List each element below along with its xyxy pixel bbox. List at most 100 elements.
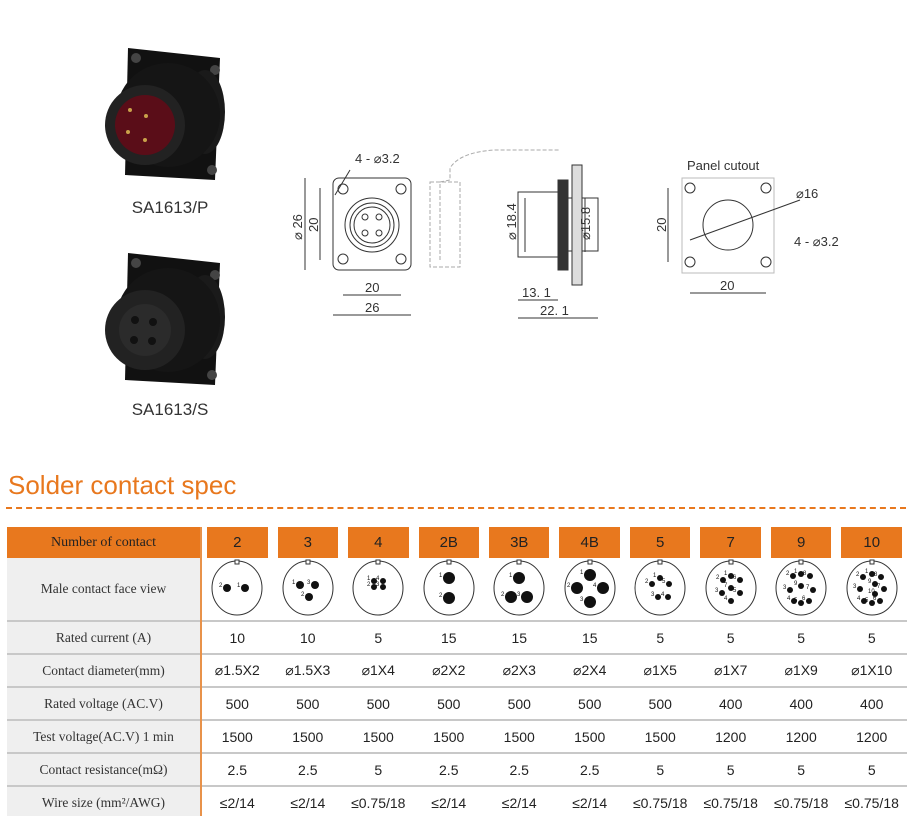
cutout-h-label: 20	[654, 218, 669, 232]
row-label: Wire size (mm²/AWG)	[7, 785, 202, 816]
key-notch	[446, 559, 452, 565]
pin-number: 2	[301, 592, 305, 598]
pin-number: 2	[645, 579, 649, 585]
contact-pin	[727, 598, 734, 604]
contact-pin	[583, 569, 596, 581]
column-header: 5	[629, 527, 691, 558]
pin-number: 2	[716, 575, 720, 581]
table-cell: 400	[836, 686, 907, 720]
contact-pin	[871, 591, 878, 597]
front-h-label: 20	[306, 218, 321, 232]
pin-number: 6	[802, 596, 806, 602]
pin-number: 4	[724, 596, 728, 602]
table-cell: ≤0.75/18	[695, 785, 766, 816]
row-label: Male contact face view	[7, 558, 202, 621]
row-label: Contact resistance(mΩ)	[7, 752, 202, 786]
column-header: 4	[348, 527, 409, 558]
cutout-w-label: 20	[720, 278, 734, 293]
pin-number: 2	[219, 583, 223, 589]
table-cell: ≤2/14	[272, 785, 344, 816]
table-cell: 5	[624, 752, 696, 786]
table-cell: ≤0.75/18	[765, 785, 837, 816]
pin-number: 1	[865, 569, 869, 575]
table-cell: 500	[413, 686, 484, 720]
table-cell: ⌀1.5X2	[201, 653, 273, 687]
product-model-socket: SA1613/S	[131, 400, 209, 419]
pin-number: 3	[651, 592, 655, 598]
contact-pin	[877, 574, 884, 580]
contact-pin	[791, 598, 798, 604]
table-cell: 2.5	[554, 752, 625, 786]
pin-number: 2	[501, 592, 505, 598]
table-cell: 10	[272, 620, 344, 654]
contact-pin	[513, 572, 526, 584]
table-cell: ≤0.75/18	[343, 785, 414, 816]
table-cell: 5	[765, 620, 837, 654]
pin-number: 5	[865, 598, 869, 604]
section-title: Solder contact spec	[8, 470, 237, 500]
pin-number: 1	[439, 573, 443, 579]
table-cell: ≤2/14	[413, 785, 484, 816]
column-header: 2	[207, 527, 268, 558]
key-notch	[798, 559, 804, 565]
contact-pin	[295, 581, 304, 589]
header-label: Number of contact	[7, 527, 202, 558]
table-cell: 5	[624, 620, 696, 654]
pin-number: 1	[237, 583, 241, 589]
table-cell: 1200	[836, 719, 907, 753]
pin-number: 1	[292, 580, 296, 586]
table-cell: 5	[343, 752, 414, 786]
column-header: 2B	[418, 527, 479, 558]
table-cell: 500	[554, 686, 625, 720]
table-cell: ≤2/14	[554, 785, 625, 816]
table-cell: ⌀1X4	[343, 653, 414, 687]
contact-pin	[736, 590, 743, 596]
contact-face-outline	[493, 560, 545, 616]
pin-number: 3	[580, 597, 584, 603]
pin-number: 7	[806, 585, 810, 591]
column-header: 9	[770, 527, 832, 558]
contact-pin	[868, 571, 875, 577]
connector-socket-photo	[105, 253, 225, 385]
contact-pin	[871, 581, 878, 587]
table-cell: 1500	[624, 719, 696, 753]
contact-pin	[736, 577, 743, 583]
column-header: 7	[700, 527, 761, 558]
table-cell: 5	[695, 752, 766, 786]
contact-pin	[665, 594, 672, 600]
pin-number: 6	[873, 596, 877, 602]
column-header: 3	[277, 527, 339, 558]
pin-number: 3	[783, 585, 787, 591]
pin-number: 7	[724, 583, 728, 589]
table-cell: ⌀2X3	[484, 653, 555, 687]
side-total-length-label: 22. 1	[540, 303, 569, 318]
table-cell: 5	[765, 752, 837, 786]
pin-number: 1	[724, 571, 728, 577]
front-w-inner-label: 20	[365, 280, 379, 295]
contact-pin	[859, 574, 866, 580]
column-header: 4B	[559, 527, 620, 558]
contact-pin	[310, 581, 319, 589]
pin-number: 1	[794, 569, 798, 575]
pin-number: 1	[509, 573, 513, 579]
table-cell: 2.5	[413, 752, 484, 786]
column-header: 10	[841, 527, 902, 558]
contact-pin	[880, 586, 887, 592]
panel-cutout-drawing: Panel cutout ⌀16 4 - ⌀3.2 20 20	[654, 158, 839, 294]
pin-number: 6	[733, 575, 737, 581]
contact-pin	[727, 573, 734, 579]
table-cell: 10	[201, 620, 273, 654]
table-cell: 5	[836, 752, 907, 786]
pin-number: 3	[376, 582, 380, 588]
cutout-holes-label: 4 - ⌀3.2	[794, 234, 839, 249]
contact-pin	[649, 581, 656, 587]
pin-number: 2	[786, 571, 790, 577]
cutout-dia-label: ⌀16	[796, 186, 818, 201]
